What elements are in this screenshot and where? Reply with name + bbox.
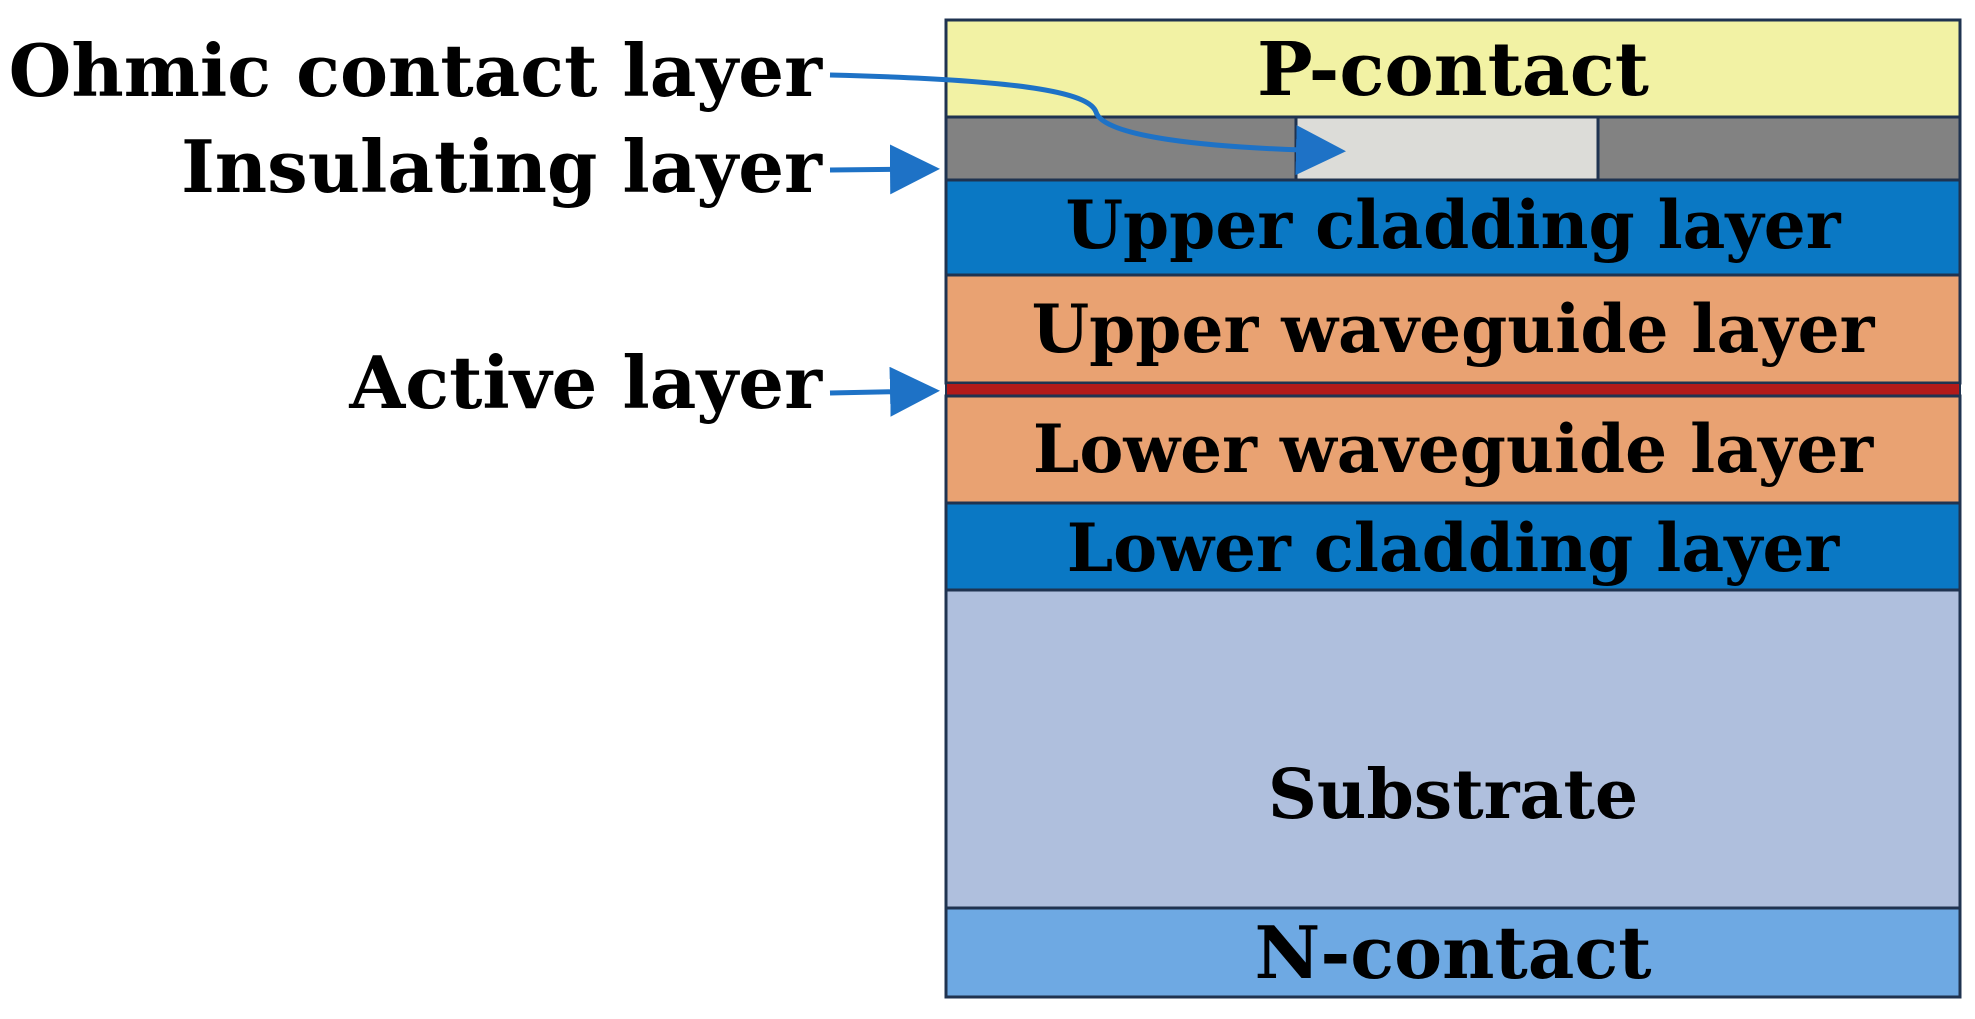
substrate-layer [944, 588, 1962, 910]
lower-waveguide-label: Lower waveguide layer [1033, 410, 1874, 488]
active-callout: Active layer [348, 340, 823, 425]
upper-cladding-layer [944, 178, 1962, 277]
upper-waveguide-layer [944, 273, 1962, 385]
p-contact-layer [944, 18, 1962, 119]
insulating-arrow [829, 144, 940, 195]
substrate-label: Substrate [1268, 755, 1638, 835]
ohmic-contact-layer [1294, 115, 1600, 182]
n-contact-label: N-contact [1255, 910, 1652, 995]
active-arrow [829, 366, 940, 417]
lower-cladding-label: Lower cladding layer [1067, 509, 1841, 587]
p-contact-label: P-contact [1257, 27, 1649, 113]
insulating-callout: Insulating layer [181, 124, 823, 209]
ohmic-contact-arrow [829, 72, 1346, 176]
upper-waveguide-label: Upper waveguide layer [1032, 290, 1876, 368]
upper-cladding-label: Upper cladding layer [1065, 186, 1841, 264]
lower-cladding-layer [944, 501, 1962, 592]
ohmic-contact-callout: Ohmic contact layer [9, 28, 823, 113]
active-layer [945, 382, 1961, 397]
n-contact-layer [944, 906, 1962, 999]
